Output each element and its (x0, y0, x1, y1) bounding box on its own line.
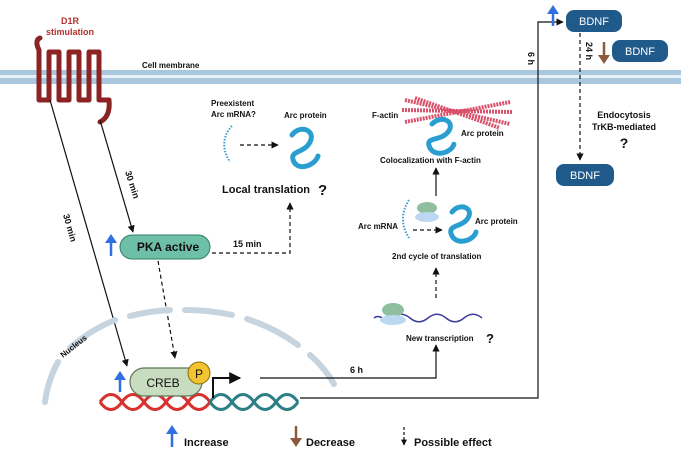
local-arc-protein-label: Arc protein (284, 111, 327, 120)
gene-to-bdnf-timing: 6 h (526, 52, 536, 65)
second-arc-protein-icon (448, 204, 479, 244)
membrane-label: Cell membrane (142, 61, 200, 70)
legend-decrease-icon (290, 426, 302, 447)
bdnf-decrease-pill: BDNF (612, 40, 668, 62)
transcription-question: ? (486, 331, 494, 346)
pka-active-pill: PKA active (119, 234, 211, 260)
d1r-receptor-icon (34, 35, 112, 125)
second-arc-mrna-icon (402, 199, 410, 239)
bdnf-bottom-label: BDNF (570, 170, 600, 182)
preexistent-mrna-line2: Arc mRNA? (211, 110, 256, 119)
bdnf-increase-arrow-icon (547, 5, 559, 26)
phospho-label: P (195, 367, 203, 381)
second-arc-protein-label: Arc protein (475, 217, 518, 226)
legend-increase-icon (166, 425, 178, 447)
pka-to-local-timing: 15 min (233, 239, 262, 249)
creb-blob: CREB P (129, 361, 211, 397)
receptor-to-pka-arrow (99, 119, 135, 233)
bdnf-decrease-timing: 24 h (584, 42, 594, 60)
receptor-label-line1: D1R (61, 16, 80, 26)
endocytosis-question: ? (620, 135, 629, 151)
nucleus-label: Nucleus (59, 333, 89, 360)
endocytosis-line2: TrKB-mediated (592, 122, 656, 132)
endocytosis-line1: Endocytosis (597, 110, 651, 120)
local-arc-protein-icon (289, 126, 321, 170)
nucleus-envelope (42, 307, 337, 405)
second-arc-mrna-label: Arc mRNA (358, 222, 398, 231)
cell-membrane (0, 70, 681, 84)
ribosome-small-icon (415, 202, 439, 222)
gene-to-transcription-arrow (260, 344, 440, 379)
receptor-to-pka-timing: 30 min (123, 170, 141, 200)
legend-possible-label: Possible effect (414, 437, 492, 449)
pka-increase-arrow-icon (105, 234, 117, 256)
bdnf-top-label: BDNF (579, 16, 609, 28)
promoter-arrow (212, 372, 242, 398)
legend-increase-label: Increase (184, 437, 229, 449)
local-translation-title: Local translation (222, 184, 310, 196)
creb-label: CREB (146, 376, 179, 390)
receptor-label-line2: stimulation (46, 27, 94, 37)
bdnf-decrease-label: BDNF (625, 46, 655, 58)
factin-filaments-icon (401, 96, 513, 130)
factin-arc-protein-label: Arc protein (461, 129, 504, 138)
bdnf-top-pill: BDNF (566, 10, 622, 32)
pka-to-local-translation-dashed-arrow (212, 202, 294, 254)
gene-to-bdnf-arrow (300, 18, 564, 399)
receptor-to-creb-timing: 30 min (61, 213, 78, 243)
factin-caption: Colocalization with F-actin (380, 156, 481, 165)
bdnf-decrease-arrow-icon (598, 42, 610, 64)
pka-label: PKA active (137, 240, 200, 254)
factin-arc-protein-icon (426, 117, 457, 156)
creb-increase-arrow-icon (114, 371, 126, 392)
factin-label: F-actin (372, 111, 398, 120)
dna-helix-icon (98, 393, 300, 411)
preexistent-mrna-icon (223, 125, 233, 163)
preexistent-mrna-line1: Preexistent (211, 99, 254, 108)
gene-to-transcription-timing: 6 h (350, 365, 363, 375)
transcription-label: New transcription (406, 334, 474, 343)
local-translation-question: ? (318, 182, 327, 199)
receptor-to-creb-arrow (49, 99, 129, 367)
transcription-ribosome-icon (380, 303, 406, 325)
second-cycle-caption: 2nd cycle of translation (392, 252, 481, 261)
bdnf-bottom-pill: BDNF (556, 164, 614, 186)
legend-decrease-label: Decrease (306, 437, 355, 449)
